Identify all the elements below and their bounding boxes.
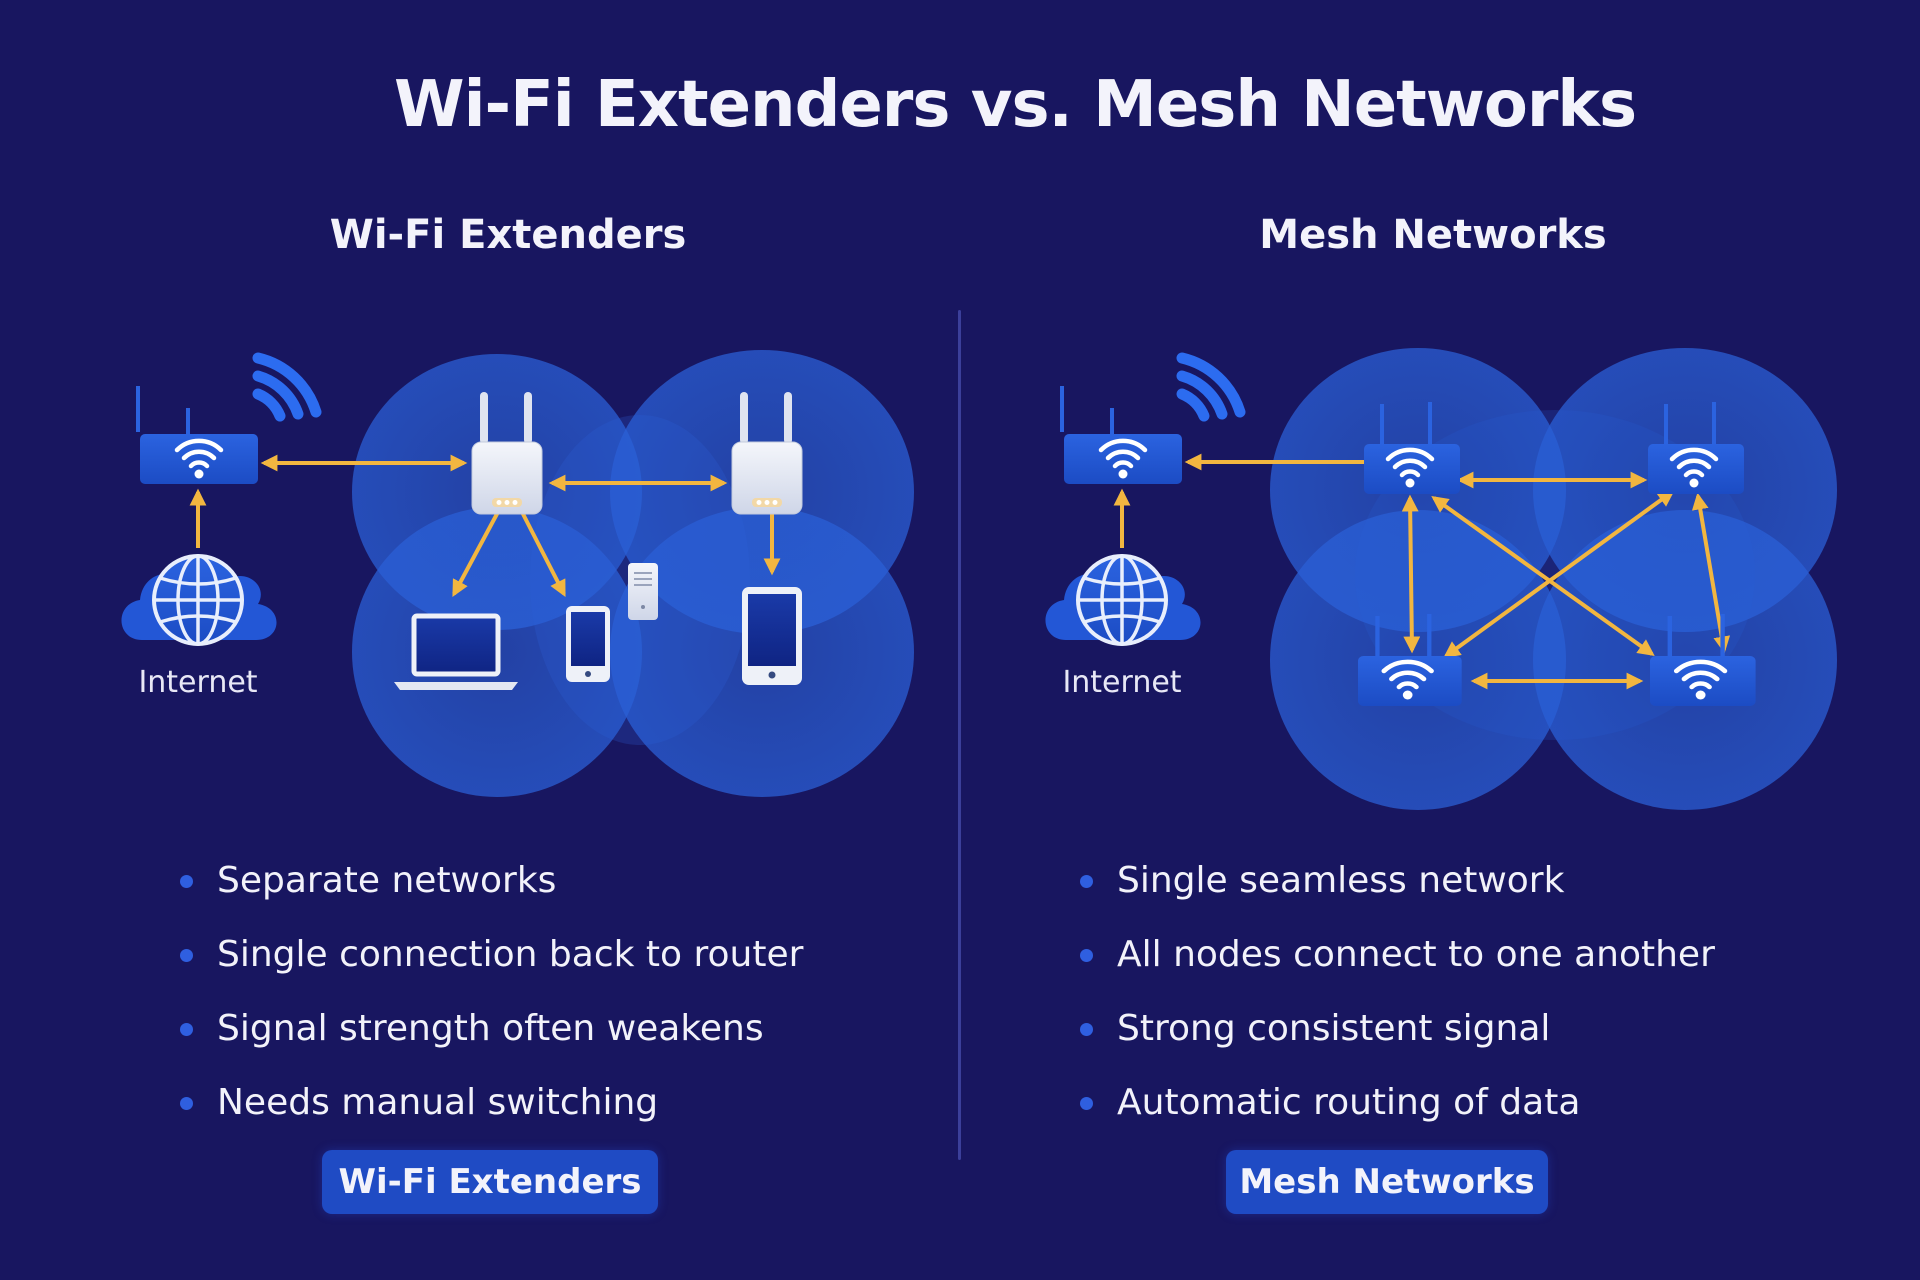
bullet-icon [1080,1023,1093,1036]
feature-text: Strong consistent signal [1117,1008,1551,1049]
arrow-node-1-node-3 [1401,494,1421,654]
feature-item: Single connection back to router [180,929,803,1003]
tablet-icon [742,587,802,685]
feature-text: Automatic routing of data [1117,1082,1581,1123]
feature-item: Strong consistent signal [1080,1003,1715,1077]
feature-item: Needs manual switching [180,1077,803,1151]
bullet-icon [180,875,193,888]
column-divider [958,310,961,1160]
arrow-extender-1-laptop [452,511,500,597]
bullet-icon [180,1097,193,1110]
extenders-heading: Wi-Fi Extenders [329,212,687,258]
phone-icon [566,606,610,682]
bullet-icon [180,1023,193,1036]
bullet-icon [1080,949,1093,962]
mesh-links [1113,453,1731,690]
internet-label: Internet [1062,665,1181,700]
feature-item: Automatic routing of data [1080,1077,1715,1151]
extenders-feature-list: Separate networks Single connection back… [180,855,803,1151]
arrow-node-2-node-3 [1443,490,1675,658]
page-title: Wi-Fi Extenders vs. Mesh Networks [393,68,1637,142]
extenders-label-badge: Wi-Fi Extenders [322,1150,658,1214]
feature-text: Separate networks [217,860,557,901]
internet-label: Internet [138,665,257,700]
bullet-icon [180,949,193,962]
feature-item: All nodes connect to one another [1080,929,1715,1003]
mesh-heading: Mesh Networks [1259,212,1607,258]
extender-links [189,454,781,597]
laptop-icon [394,613,518,690]
mesh-label-badge: Mesh Networks [1226,1150,1548,1214]
feature-item: Single seamless network [1080,855,1715,929]
feature-item: Separate networks [180,855,803,929]
bullet-icon [1080,875,1093,888]
feature-text: All nodes connect to one another [1117,934,1715,975]
server-icon [628,563,658,620]
arrow-extender-1-phone [520,511,566,597]
router-icon [136,386,258,484]
internet-globe-icon [1043,554,1203,646]
arrow-node-2-node-4 [1691,492,1731,654]
wifi-signal-icon [252,352,322,422]
internet-globe-icon [119,554,279,646]
feature-text: Signal strength often weakens [217,1008,764,1049]
feature-text: Single seamless network [1117,860,1565,901]
feature-text: Needs manual switching [217,1082,659,1123]
feature-item: Signal strength often weakens [180,1003,803,1077]
wifi-signal-icon [1176,352,1246,422]
bullet-icon [1080,1097,1093,1110]
mesh-feature-list: Single seamless network All nodes connec… [1080,855,1715,1151]
feature-text: Single connection back to router [217,934,804,975]
router-icon [1060,386,1182,484]
